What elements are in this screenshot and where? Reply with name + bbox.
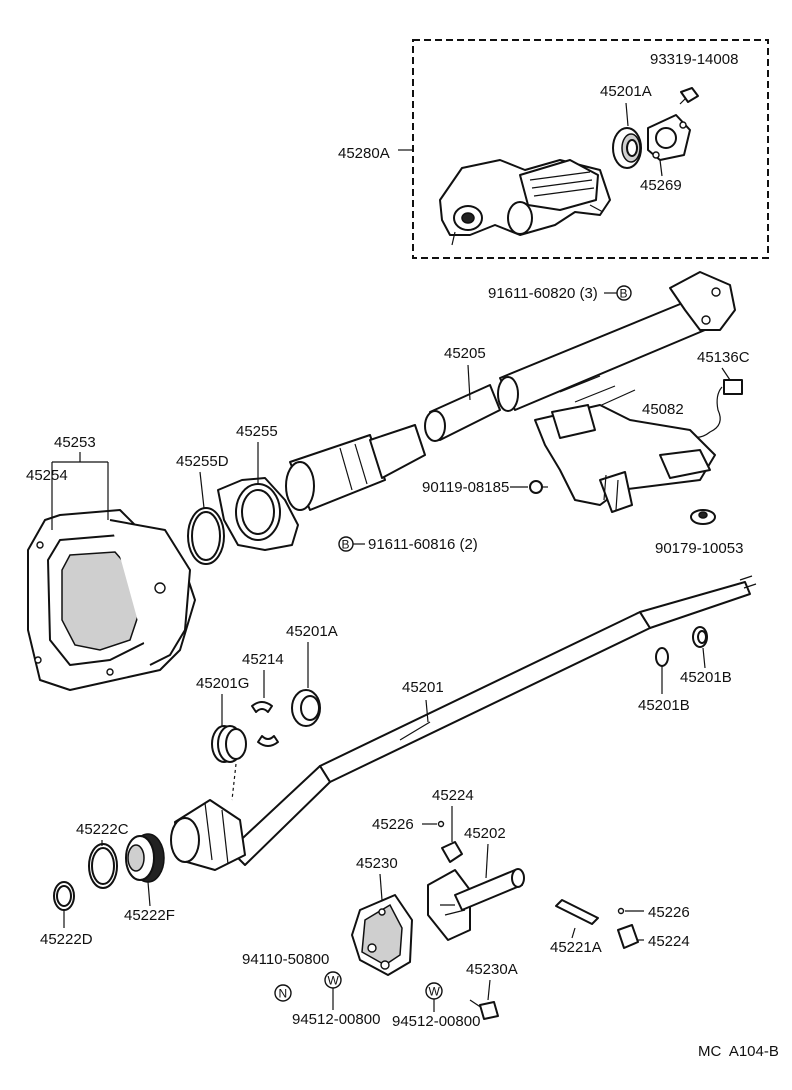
- column-tube-45205: [424, 271, 736, 442]
- pin-45226-top: [437, 820, 445, 828]
- bolt-90119-08185: [529, 480, 548, 494]
- bracket-45082: [534, 404, 716, 513]
- label-45201: 45201: [402, 679, 444, 696]
- ring-45255d: [187, 507, 225, 565]
- label-45224-right: 45224: [648, 933, 690, 950]
- label-91611-60816: 91611-60816 (2): [368, 536, 478, 553]
- marker-n-letter: N: [279, 987, 288, 1001]
- label-45255: 45255: [236, 423, 278, 440]
- label-94110-50800: 94110-50800: [242, 951, 329, 968]
- label-45201g: 45201G: [196, 675, 249, 692]
- label-45214: 45214: [242, 651, 284, 668]
- label-45201a-top: 45201A: [600, 83, 652, 100]
- nut-45224-top: [441, 841, 463, 863]
- marker-b-1-letter: B: [620, 287, 628, 301]
- seal-45222f: [125, 833, 165, 883]
- label-45222f: 45222F: [124, 907, 175, 924]
- label-45205: 45205: [444, 345, 486, 362]
- label-45202: 45202: [464, 825, 506, 842]
- label-94512-00800-b: 94512-00800: [392, 1013, 480, 1030]
- label-45201b-a: 45201B: [638, 697, 690, 714]
- pin-45221a: [555, 899, 599, 925]
- label-45226-top: 45226: [372, 816, 414, 833]
- label-45221a: 45221A: [550, 939, 602, 956]
- shaft-boot: [285, 424, 426, 511]
- plate-45269: [647, 114, 691, 161]
- plate-45255: [217, 477, 299, 551]
- marker-w-1-letter: W: [328, 974, 340, 988]
- pin-45226-right: [617, 907, 625, 915]
- label-45201b-b: 45201B: [680, 669, 732, 686]
- bushing-45201b-a: [655, 647, 669, 667]
- coupling-45230: [351, 894, 413, 976]
- bolt-93319-14008: [679, 87, 699, 105]
- column-bracket-assembly: [439, 159, 611, 246]
- label-45253: 45253: [54, 434, 96, 451]
- label-45136c: 45136C: [697, 349, 750, 366]
- cover-45253: [27, 509, 196, 691]
- main-shaft-45201: [170, 575, 757, 871]
- label-45269: 45269: [640, 177, 682, 194]
- clip-45224-right: [617, 924, 639, 949]
- marker-w-2-letter: W: [429, 985, 441, 999]
- ring-45222c: [88, 843, 118, 889]
- marker-n: [274, 984, 292, 1002]
- label-45082: 45082: [642, 401, 684, 418]
- label-45222d: 45222D: [40, 931, 93, 948]
- yoke-45202: [427, 868, 525, 941]
- bearing-45201a-top: [612, 127, 642, 169]
- wire-harness-45136c: [683, 379, 743, 441]
- spring-45201g: [211, 725, 247, 763]
- label-90179-10053: 90179-10053: [655, 540, 743, 557]
- footer-code: MC A104-B: [698, 1043, 779, 1060]
- label-45230: 45230: [356, 855, 398, 872]
- label-45222c: 45222C: [76, 821, 129, 838]
- label-45280a: 45280A: [338, 145, 390, 162]
- label-91611-60820: 91611-60820 (3): [488, 285, 598, 302]
- collar-45214: [251, 701, 279, 747]
- grommet-90179-10053: [690, 509, 716, 525]
- bushing-45201b-b: [692, 626, 708, 648]
- label-93319-14008: 93319-14008: [650, 51, 738, 68]
- label-45201a-mid: 45201A: [286, 623, 338, 640]
- assembly-group-box: [412, 39, 769, 259]
- label-45226-right: 45226: [648, 904, 690, 921]
- marker-b-2-letter: B: [342, 538, 350, 552]
- label-45224-top: 45224: [432, 787, 474, 804]
- label-94512-00800-a: 94512-00800: [292, 1011, 380, 1028]
- bolt-45230a: [469, 999, 499, 1020]
- label-90119-08185: 90119-08185: [422, 479, 509, 496]
- label-45254: 45254: [26, 467, 68, 484]
- label-45255d: 45255D: [176, 453, 229, 470]
- bearing-45201a-mid: [291, 689, 321, 727]
- label-45230a: 45230A: [466, 961, 518, 978]
- ring-45222d: [53, 881, 75, 911]
